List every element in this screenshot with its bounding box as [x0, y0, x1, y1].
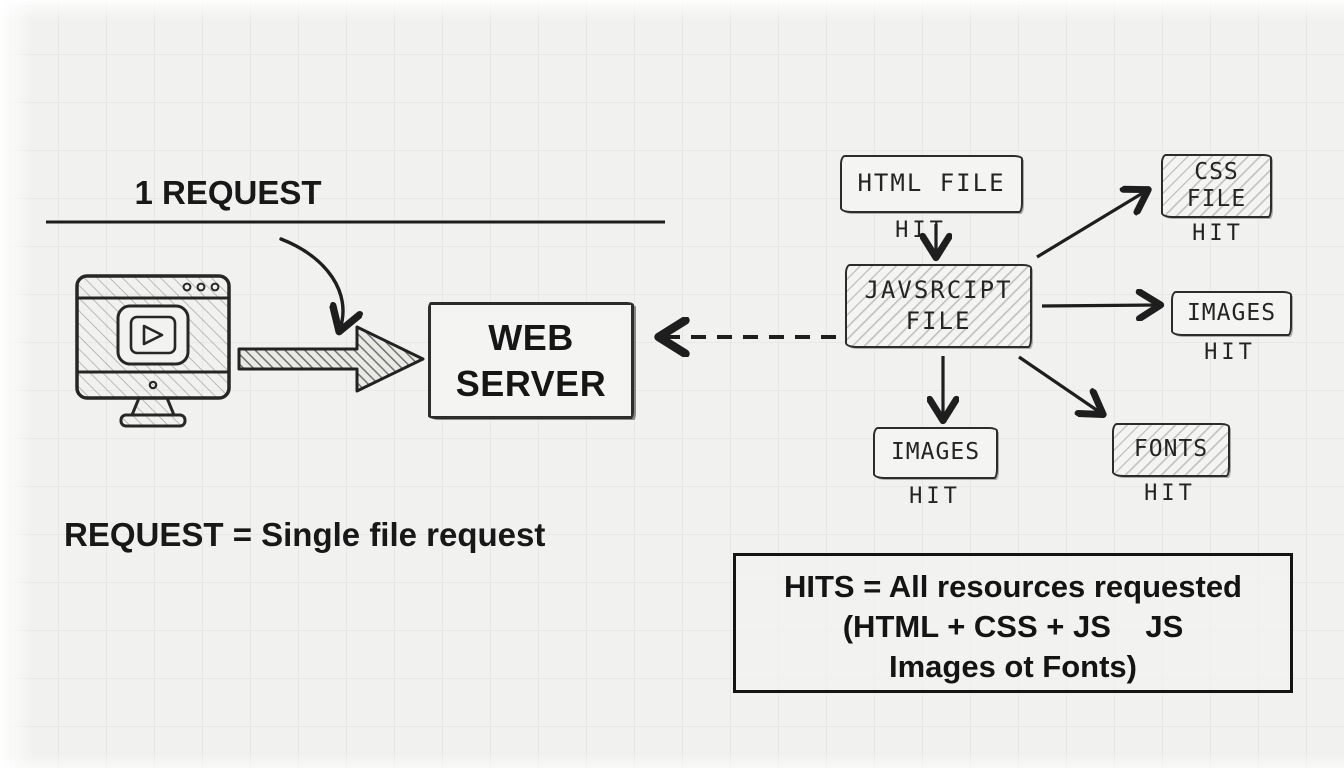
css-file-box: CSS FILE	[1161, 154, 1272, 218]
paper-edge-top	[0, 0, 1344, 20]
arrow-js-to-fonts	[1018, 355, 1101, 413]
hits-note-line1: HITS = All resources requested	[784, 569, 1242, 604]
images-right-box: IMAGES	[1171, 291, 1292, 336]
web-server-label-line1: WEB	[488, 316, 574, 358]
html-file-hit-label: HIT	[895, 218, 947, 243]
monitor-play-icon	[75, 274, 231, 428]
arrow-js-to-css	[1036, 191, 1146, 259]
css-file-hit-label: HIT	[1192, 221, 1244, 246]
arrow-js-to-images-right	[1041, 305, 1158, 306]
images-bottom-box: IMAGES	[873, 427, 998, 479]
html-file-box: HTML FILE	[840, 155, 1023, 213]
javascript-file-label-line1: JAVSRCIPT	[864, 275, 1013, 304]
web-server-box: WEB SERVER	[428, 302, 634, 419]
web-server-label-line2: SERVER	[455, 362, 607, 404]
fonts-label: FONTS	[1133, 436, 1209, 463]
curved-request-arrow	[279, 237, 343, 329]
request-caption: REQUEST = Single file request	[64, 516, 546, 553]
html-file-label: HTML FILE	[857, 169, 1006, 198]
hits-note-box: HITS = All resources requested (HTML + C…	[733, 553, 1293, 693]
css-file-label-line1: CSS	[1194, 158, 1239, 185]
images-bottom-hit-label: HIT	[909, 484, 961, 509]
images-right-label: IMAGES	[1186, 299, 1277, 326]
fonts-box: FONTS	[1112, 423, 1230, 477]
paper-edge-left	[0, 0, 34, 768]
paper-edge-bottom	[0, 754, 1344, 768]
request-arrow-icon	[237, 325, 425, 393]
css-file-label-line2: FILE	[1186, 186, 1247, 212]
hits-note-line2: (HTML + CSS + JS JS	[842, 609, 1184, 644]
fonts-hit-label: HIT	[1144, 481, 1196, 506]
images-bottom-label: IMAGES	[890, 439, 981, 466]
hits-note-line3: Images ot Fonts)	[888, 649, 1137, 684]
images-right-hit-label: HIT	[1204, 340, 1256, 365]
javascript-file-box: JAVSRCIPT FILE	[845, 264, 1032, 348]
javascript-file-label-line2: FILE	[905, 307, 972, 335]
request-title: 1 REQUEST	[134, 174, 322, 211]
